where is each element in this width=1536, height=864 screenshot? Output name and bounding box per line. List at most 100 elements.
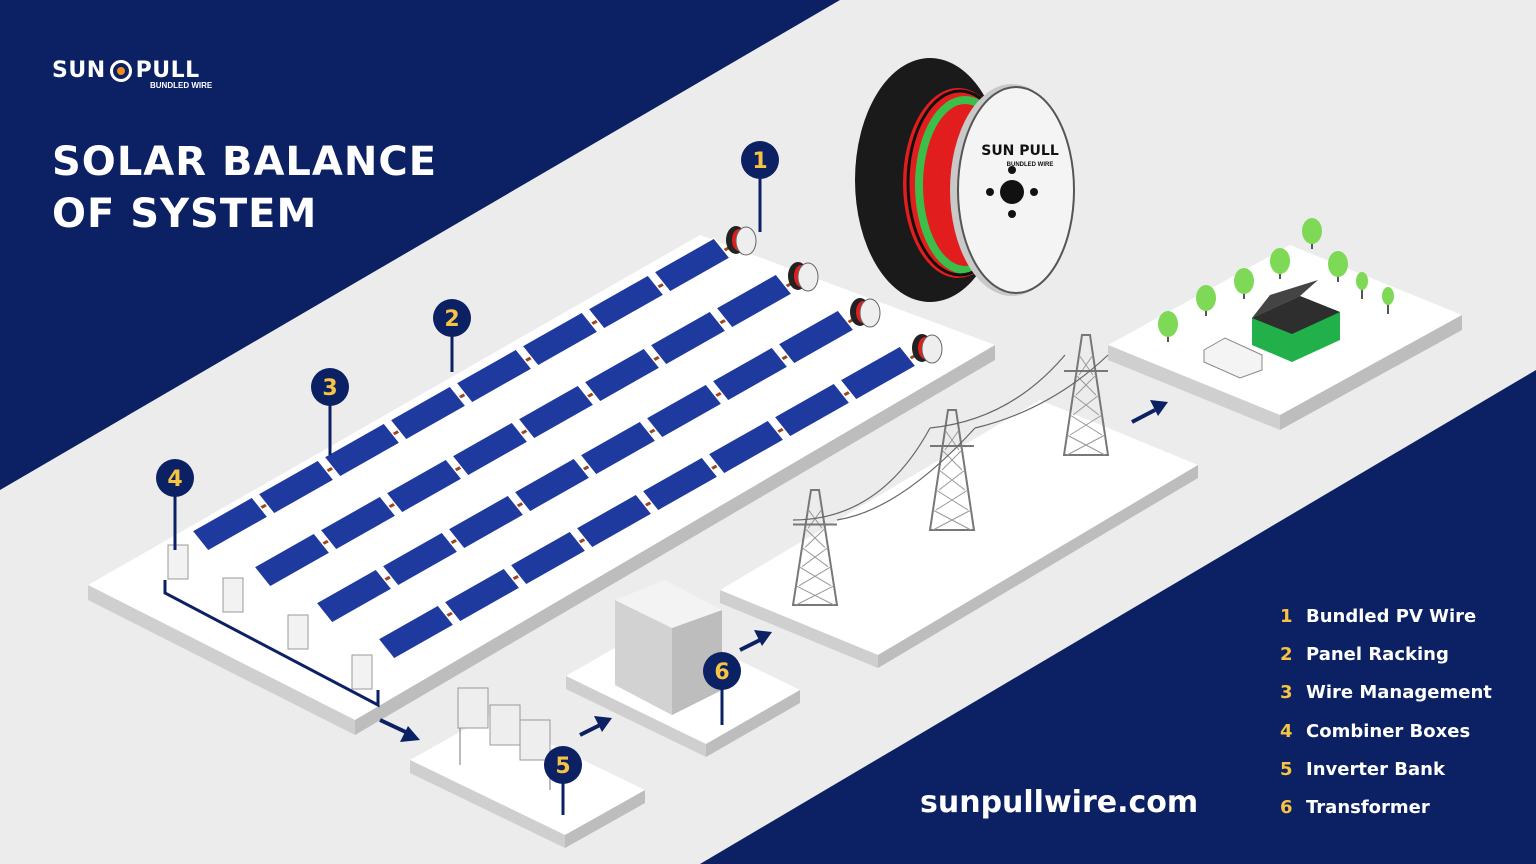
tree [1302,218,1322,244]
home-with-car [1203,280,1340,379]
tree [1356,272,1368,290]
legend-label: Bundled PV Wire [1306,606,1477,627]
transmission-platform [720,400,1198,668]
solar-panel [388,385,468,441]
combiner-box [287,614,309,650]
power-lines [792,354,1109,521]
marker-number: 2 [444,307,459,332]
sunpull-logo: SUN PULL BUNDLED WIRE [52,58,212,90]
legend-num: 3 [1280,682,1293,704]
transmission-towers [791,334,1110,606]
legend-label: Panel Racking [1306,644,1449,666]
marker-2: 2 [433,299,471,372]
legend-label: Transformer [1306,796,1430,818]
tree [1382,287,1394,305]
transmission-tower [1062,334,1110,456]
solar-panel [772,382,852,438]
trees [1158,218,1394,342]
legend-item: 1 Bundled PV Wire [1280,606,1492,644]
solar-panel [578,420,658,476]
solar-panel [454,348,534,404]
spool-tagline-text: BUNDLED WIRE [1007,162,1054,168]
solar-panel [776,309,856,365]
combiner-box [167,544,189,580]
title-line-2: OF SYSTEM [52,191,318,237]
solar-panel [710,346,790,402]
logo-brand-right: PULL [135,58,200,83]
marker-number: 3 [322,376,337,401]
legend-label: Wire Management [1306,682,1492,704]
solar-panel [446,494,526,550]
solar-panel [640,456,720,512]
marker-number: 4 [167,467,182,492]
solar-panel-array [190,226,943,660]
combiner-wiring [163,580,380,708]
wire-spool: SUN PULL BUNDLED WIRE [855,58,1075,302]
small-wire-spool [850,298,881,328]
legend-num: 4 [1280,720,1293,742]
solar-panel [256,459,336,515]
solar-panel [252,532,332,588]
flow-arrows [379,400,1168,742]
legend-item: 6 Transformer [1280,797,1492,835]
logo-tagline: BUNDLED WIRE [150,81,213,90]
numbered-markers: 1 2 3 4 5 6 [156,141,779,815]
solar-panel [450,421,530,477]
solar-panel [318,495,398,551]
marker-number: 5 [555,754,570,779]
solar-panel [520,311,600,367]
marker-4: 4 [156,459,194,550]
solar-panel [644,383,724,439]
inverter-platform [410,715,645,848]
solar-panel [512,457,592,513]
solar-panel [714,273,794,329]
marker-number: 6 [714,660,729,685]
logo-brand-left: SUN [52,58,106,83]
small-wire-spool [912,334,943,364]
marker-1: 1 [741,141,779,232]
solar-panel [384,458,464,514]
solar-panel [508,530,588,586]
combiner-box [222,577,244,613]
solar-panel [586,274,666,330]
transmission-tower [928,409,976,531]
solar-panel [582,347,662,403]
legend-label: Inverter Bank [1306,758,1445,780]
tree [1234,268,1254,294]
legend: 1 Bundled PV Wire 2 Panel Racking 3 Wire Ma… [1280,606,1492,835]
combiner-boxes [163,544,380,708]
combiner-box [351,654,373,690]
website-link[interactable]: sunpullwire.com [920,785,1199,820]
spool-brand-text: SUN PULL [981,143,1059,159]
solar-panel [190,496,270,552]
solar-panel [380,531,460,587]
marker-5: 5 [544,746,582,815]
marker-6: 6 [703,652,741,725]
solar-panel [652,237,732,293]
tree [1196,285,1216,311]
marker-3: 3 [311,368,349,455]
transmission-tower [791,489,839,606]
title-line-1: SOLAR BALANCE [52,139,438,185]
legend-label: Combiner Boxes [1306,720,1471,742]
legend-num: 5 [1280,758,1293,780]
page-title: SOLAR BALANCE OF SYSTEM [52,136,437,240]
inverter-bank [457,687,551,790]
solar-panel [574,493,654,549]
tree [1158,311,1178,337]
legend-num: 6 [1280,796,1293,818]
solar-panel [322,422,402,478]
solar-panel [838,345,918,401]
legend-num: 1 [1280,606,1293,627]
legend-item: 4 Combiner Boxes [1280,721,1492,759]
legend-item: 2 Panel Racking [1280,644,1492,682]
transformer-unit [615,580,722,715]
solar-panel [706,419,786,475]
solar-panel [442,567,522,623]
legend-num: 2 [1280,644,1293,666]
small-wire-spool [726,226,757,256]
small-wire-spool [788,262,819,292]
sun-icon [109,59,132,82]
solar-panel [516,384,596,440]
